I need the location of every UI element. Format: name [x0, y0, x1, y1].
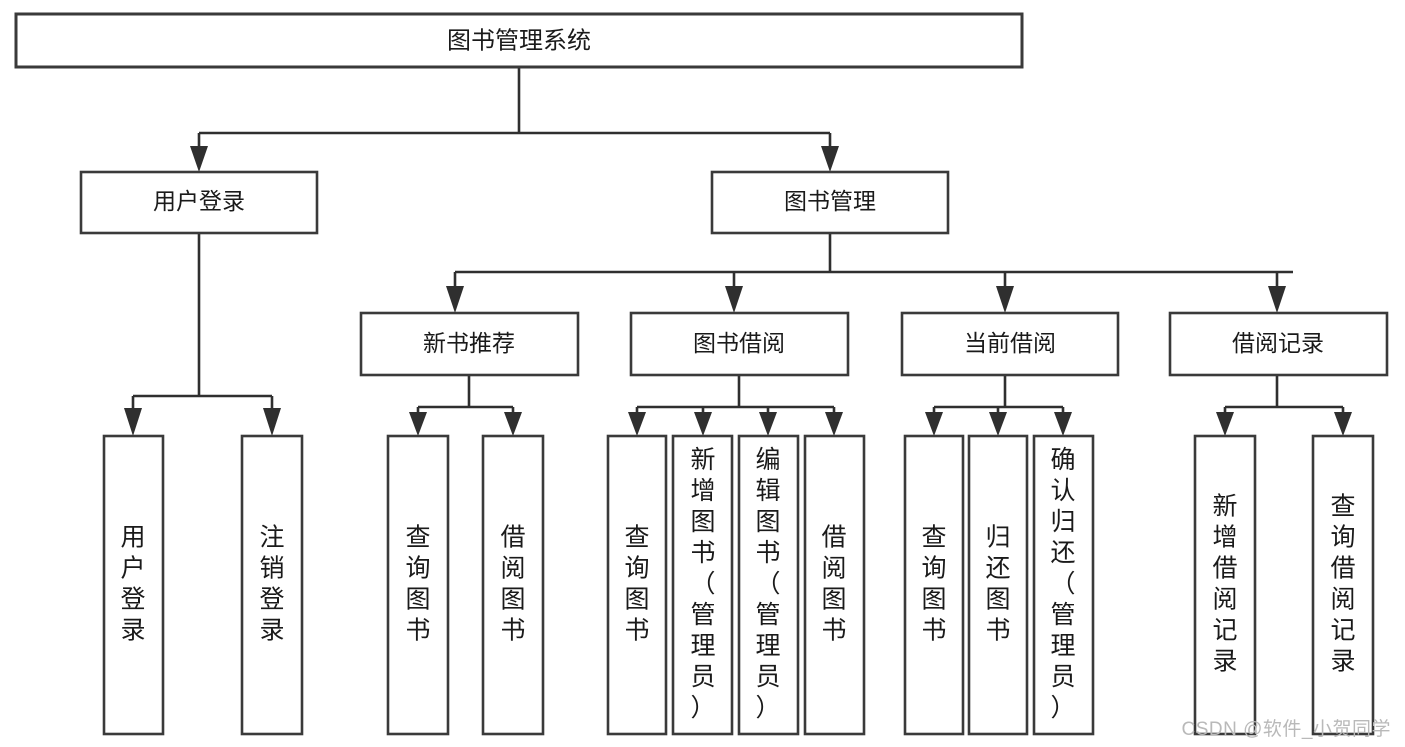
- arrow-head-current-borrow: [996, 286, 1014, 313]
- leaf-node-br-query-record-label: 查询借阅记录: [1330, 492, 1355, 675]
- leaf-node-user-login-label: 用户登录: [120, 523, 145, 644]
- leaf-node-cb-return-book-box[interactable]: [967, 434, 1029, 736]
- leaf-node-bb-edit-book-box[interactable]: [737, 434, 800, 736]
- leaf-node-user-login[interactable]: 用户登录: [102, 434, 165, 736]
- leaf-node-nbr-borrow-book-box[interactable]: [481, 434, 545, 736]
- leaf-node-br-add-record-box[interactable]: [1193, 434, 1257, 736]
- leaf-node-br-query-record[interactable]: 查询借阅记录: [1311, 434, 1375, 736]
- leaf-node-cb-confirm-return-box[interactable]: [1032, 434, 1095, 736]
- node-user-login-box[interactable]: [79, 170, 319, 235]
- arrow-head-bb-borrow-book: [825, 412, 843, 436]
- arrow-head-book-mgmt: [821, 146, 839, 172]
- leaf-node-cb-query-book-box[interactable]: [903, 434, 965, 736]
- leaf-node-bb-borrow-book[interactable]: 借阅图书: [803, 434, 866, 736]
- leaf-node-bb-borrow-book-box[interactable]: [803, 434, 866, 736]
- node-borrow-record-label: 借阅记录: [1232, 330, 1324, 356]
- leaf-node-bb-edit-book-label: 编辑图书（管理员）: [755, 446, 780, 722]
- arrow-head-br-add-record: [1216, 412, 1234, 436]
- leaf-node-nbr-query-book[interactable]: 查询图书: [386, 434, 450, 736]
- node-new-book-recommend[interactable]: 新书推荐: [359, 311, 580, 377]
- leaf-node-nbr-query-book-box[interactable]: [386, 434, 450, 736]
- leaf-node-br-query-record-box[interactable]: [1311, 434, 1375, 736]
- arrow-head-leaf-user-login: [124, 408, 142, 436]
- node-current-borrow-label: 当前借阅: [964, 330, 1056, 356]
- leaf-node-cb-query-book-label: 查询图书: [921, 523, 946, 644]
- arrow-head-cb-confirm-return: [1054, 412, 1072, 436]
- arrow-head-cb-return-book: [989, 412, 1007, 436]
- leaf-node-nbr-borrow-book[interactable]: 借阅图书: [481, 434, 545, 736]
- leaf-node-bb-query-book-box[interactable]: [606, 434, 668, 736]
- arrow-head-book-borrow: [725, 286, 743, 313]
- leaf-node-cb-return-book[interactable]: 归还图书: [967, 434, 1029, 736]
- arrow-head-leaf-logout: [263, 408, 281, 436]
- leaf-node-logout-label: 注销登录: [259, 523, 284, 644]
- leaf-node-cb-query-book[interactable]: 查询图书: [903, 434, 965, 736]
- node-root-box[interactable]: [14, 12, 1024, 69]
- leaf-node-cb-confirm-return-label: 确认归还（管理员）: [1050, 446, 1075, 722]
- node-new-book-recommend-label: 新书推荐: [423, 330, 515, 356]
- leaf-node-logout-box[interactable]: [240, 434, 304, 736]
- leaf-node-bb-borrow-book-label: 借阅图书: [821, 523, 846, 644]
- node-book-borrow-box[interactable]: [629, 311, 850, 377]
- leaf-node-nbr-borrow-book-label: 借阅图书: [500, 523, 525, 644]
- arrow-head-bb-edit-book: [759, 412, 777, 436]
- node-book-borrow[interactable]: 图书借阅: [629, 311, 850, 377]
- leaf-node-br-add-record-label: 新增借阅记录: [1212, 492, 1237, 675]
- arrow-head-cb-query-book: [925, 412, 943, 436]
- node-book-management[interactable]: 图书管理: [710, 170, 950, 235]
- node-user-login-label: 用户登录: [153, 188, 245, 214]
- node-new-book-recommend-box[interactable]: [359, 311, 580, 377]
- node-root[interactable]: 图书管理系统: [14, 12, 1024, 69]
- leaf-node-logout[interactable]: 注销登录: [240, 434, 304, 736]
- node-book-management-label: 图书管理: [784, 188, 876, 214]
- arrow-head-borrow-record: [1268, 286, 1286, 313]
- node-current-borrow-box[interactable]: [900, 311, 1120, 377]
- node-book-management-box[interactable]: [710, 170, 950, 235]
- leaf-node-bb-add-book[interactable]: 新增图书（管理员）: [671, 434, 734, 736]
- arrow-head-bb-query-book: [628, 412, 646, 436]
- leaf-node-bb-add-book-box[interactable]: [671, 434, 734, 736]
- node-root-label: 图书管理系统: [447, 27, 591, 54]
- leaf-node-bb-add-book-label: 新增图书（管理员）: [690, 446, 715, 722]
- leaf-node-nbr-query-book-label: 查询图书: [405, 523, 430, 644]
- arrow-head-br-query-record: [1334, 412, 1352, 436]
- leaf-node-cb-confirm-return[interactable]: 确认归还（管理员）: [1032, 434, 1095, 736]
- leaf-node-bb-edit-book[interactable]: 编辑图书（管理员）: [737, 434, 800, 736]
- leaf-node-cb-return-book-label: 归还图书: [985, 523, 1010, 644]
- leaf-node-bb-query-book[interactable]: 查询图书: [606, 434, 668, 736]
- node-book-borrow-label: 图书借阅: [693, 330, 785, 356]
- node-borrow-record[interactable]: 借阅记录: [1168, 311, 1389, 377]
- leaf-node-bb-query-book-label: 查询图书: [624, 523, 649, 644]
- arrow-head-new-book-rec: [446, 286, 464, 313]
- arrow-head-nbr-borrow-book: [504, 412, 522, 436]
- node-user-login[interactable]: 用户登录: [79, 170, 319, 235]
- connector-layer: [124, 67, 1352, 436]
- arrow-head-bb-add-book: [694, 412, 712, 436]
- leaf-node-user-login-box[interactable]: [102, 434, 165, 736]
- arrow-head-user-login: [190, 146, 208, 172]
- node-current-borrow[interactable]: 当前借阅: [900, 311, 1120, 377]
- arrow-head-nbr-query-book: [409, 412, 427, 436]
- node-borrow-record-box[interactable]: [1168, 311, 1389, 377]
- leaf-node-br-add-record[interactable]: 新增借阅记录: [1193, 434, 1257, 736]
